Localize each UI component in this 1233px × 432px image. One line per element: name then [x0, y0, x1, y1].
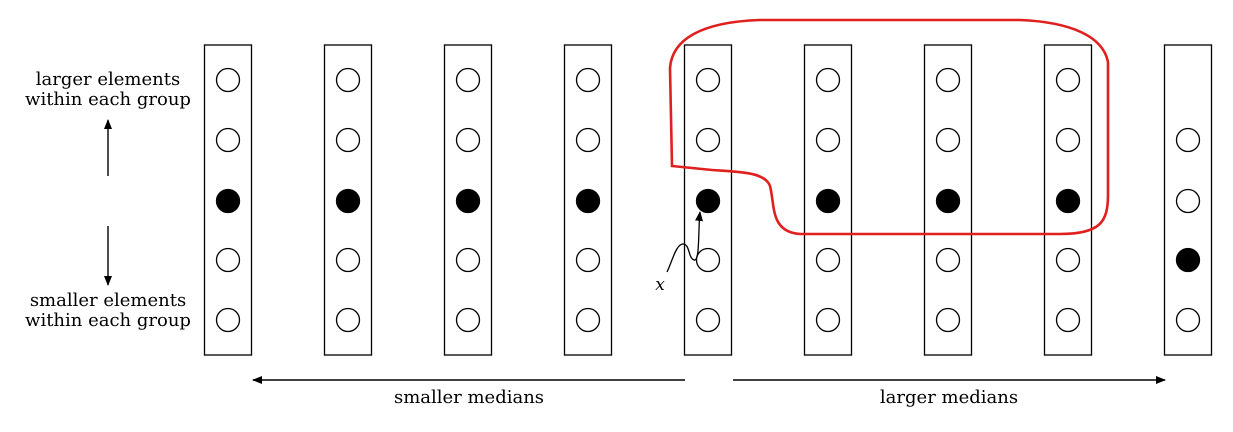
element [935, 307, 961, 333]
larger-medians-label: larger medians [880, 387, 1018, 408]
element [575, 307, 601, 333]
larger-elements-label-line1: larger elements [36, 69, 180, 90]
element [335, 67, 361, 93]
element [815, 307, 841, 333]
element-groups [203, 44, 1213, 356]
group-box [683, 44, 733, 356]
element [575, 247, 601, 273]
element [1055, 307, 1081, 333]
element [815, 67, 841, 93]
larger-than-x-region [668, 18, 1110, 236]
group-box [803, 44, 853, 356]
group-box [1043, 44, 1093, 356]
element [455, 307, 481, 333]
element [815, 247, 841, 273]
element [695, 307, 721, 333]
element [695, 247, 721, 273]
group-box [923, 44, 973, 356]
median-element [935, 188, 961, 214]
element [935, 127, 961, 153]
element [935, 67, 961, 93]
smaller-elements-label-line2: within each group [25, 310, 191, 331]
x-label: x [655, 275, 665, 295]
element [335, 307, 361, 333]
element [335, 127, 361, 153]
smaller-elements-label-line1: smaller elements [30, 290, 186, 311]
element [695, 127, 721, 153]
element [935, 247, 961, 273]
element [815, 127, 841, 153]
x-pointer-arrow [666, 211, 703, 273]
element [695, 67, 721, 93]
median-element [575, 188, 601, 214]
element [1175, 307, 1201, 333]
median-element [1175, 247, 1201, 273]
element [215, 67, 241, 93]
element [335, 247, 361, 273]
element [1055, 247, 1081, 273]
element [1175, 188, 1201, 214]
element [1055, 67, 1081, 93]
group-box [1163, 44, 1213, 356]
element [455, 67, 481, 93]
element [215, 127, 241, 153]
element [1055, 127, 1081, 153]
median-element [815, 188, 841, 214]
median-element [335, 188, 361, 214]
median-element [1055, 188, 1081, 214]
element [1175, 127, 1201, 153]
median-element [455, 188, 481, 214]
smaller-medians-label: smaller medians [394, 387, 544, 408]
larger-elements-label-line2: within each group [25, 89, 191, 110]
median-element [215, 188, 241, 214]
group-box [563, 44, 613, 356]
element [575, 67, 601, 93]
median-element [695, 188, 721, 214]
group-box [443, 44, 493, 356]
element [575, 127, 601, 153]
element [215, 247, 241, 273]
group-box [203, 44, 253, 356]
element [455, 247, 481, 273]
element [455, 127, 481, 153]
element [215, 307, 241, 333]
group-box [323, 44, 373, 356]
